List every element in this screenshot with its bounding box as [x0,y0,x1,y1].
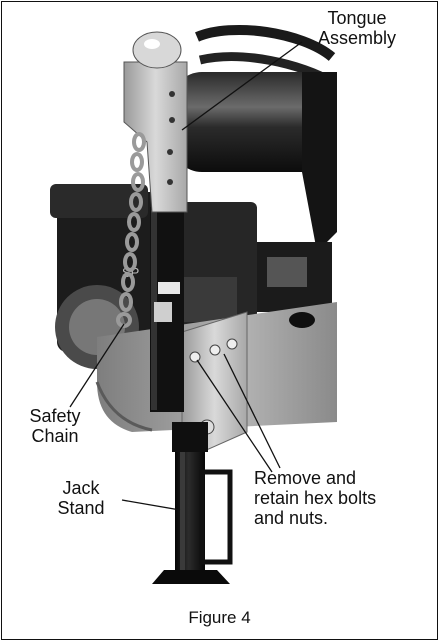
hex-bolt [189,351,201,363]
hydraulic-cylinder [172,72,337,172]
jack-foot [152,570,230,584]
hydraulic-hose [195,24,336,61]
hex-bolt [226,338,238,350]
coupler-highlight [144,39,160,49]
rivet [169,91,175,97]
remove-hex-bolts-label: Remove and retain hex bolts and nuts. [254,468,377,528]
coupler-ball [132,31,182,69]
jack-handle [199,469,233,565]
engine-detail [182,277,237,322]
leader-line-hex-bolts [196,359,273,473]
leader-line-hex-bolts [223,353,281,469]
warning-sticker [154,302,172,322]
jack-top [172,422,208,452]
leader-line-jack-stand [121,499,181,511]
fill-cap [289,312,315,328]
hitch-coupler [123,61,188,213]
engine-shroud [50,184,148,218]
rivet [167,149,173,155]
safety-chain [116,132,146,328]
warning-label [158,282,180,294]
leader-line-safety-chain [69,323,125,408]
figure-caption: Figure 4 [188,608,251,627]
pump-detail [267,257,307,287]
rivet [169,117,175,123]
safety-chain-label: Safety Chain [29,406,81,446]
leader-line-tongue [181,41,303,131]
tank-edge [95,381,153,432]
jack-post-edge [180,447,185,572]
jack-stand-label: Jack Stand [57,478,105,518]
tongue-assembly-label: Tongue Assembly [317,8,397,48]
rivet [167,179,173,185]
hex-bolt [209,344,221,356]
cylinder-end [302,72,337,252]
